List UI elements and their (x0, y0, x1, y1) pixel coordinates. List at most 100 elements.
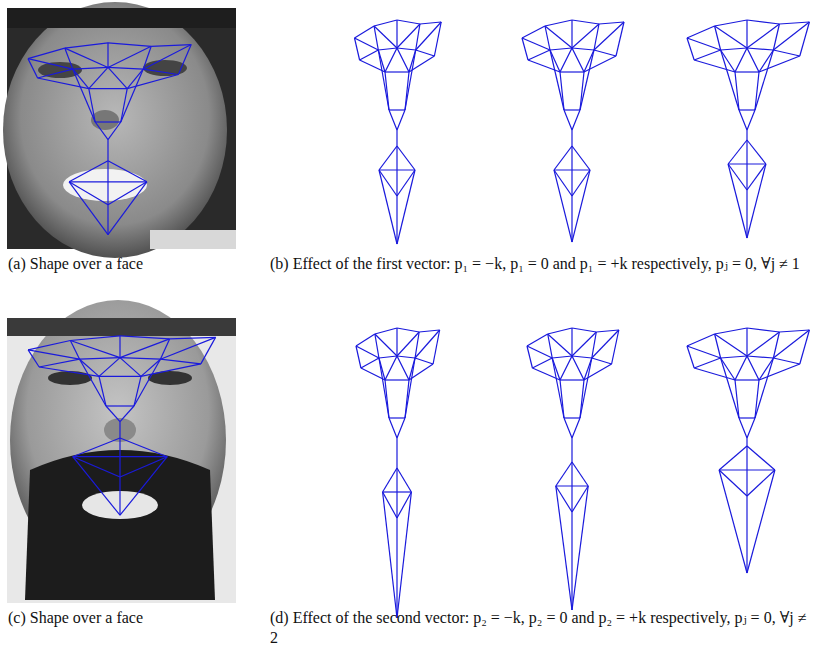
mesh-edge (178, 45, 191, 75)
mesh-edge (121, 69, 143, 122)
mesh-edge (779, 22, 809, 24)
mesh-edge (389, 418, 397, 438)
mesh-edge (120, 438, 167, 457)
mesh-edge (38, 78, 89, 89)
mesh-edge (396, 130, 397, 146)
mesh-edge (396, 518, 397, 618)
mesh-edge (416, 50, 435, 56)
mesh-edge (572, 170, 590, 242)
mesh-edge (119, 477, 120, 515)
mesh-edge (747, 20, 779, 24)
mesh-edge (594, 22, 624, 50)
mesh-edge (715, 334, 747, 356)
mesh-edge (107, 140, 108, 161)
mesh-edge (28, 350, 39, 367)
mesh-edge (397, 48, 416, 50)
mesh-edge (397, 24, 420, 48)
mesh-edge (747, 470, 775, 573)
mesh-edge (694, 50, 720, 60)
mesh-edge (747, 356, 759, 380)
mesh-edge (746, 20, 747, 48)
mesh-edge (779, 330, 809, 332)
mesh-edge (397, 492, 411, 618)
mesh-edge (773, 358, 799, 364)
mesh-edge (616, 22, 624, 56)
mesh-edge (721, 358, 739, 418)
mesh-edge (800, 22, 810, 56)
mesh-edge (108, 67, 143, 69)
mesh-edge (572, 462, 588, 486)
mesh-edge (746, 190, 747, 238)
mesh-edge (80, 359, 106, 406)
mesh-edge (759, 56, 800, 72)
mesh-edge (735, 71, 759, 72)
mesh-edge (397, 332, 419, 356)
mesh-edge (201, 337, 216, 364)
mesh-edge (121, 89, 127, 122)
face-photo (7, 300, 236, 603)
mesh-edge (687, 346, 694, 368)
mesh-edge (397, 146, 415, 170)
mesh-edge (396, 438, 397, 468)
mesh-edge (572, 48, 594, 50)
mesh-edge (527, 346, 532, 368)
mesh-edge (728, 164, 747, 238)
mesh-edge (572, 356, 592, 358)
mesh-edge (419, 330, 440, 332)
mesh-edge (800, 330, 810, 364)
mesh-edge (160, 359, 200, 364)
mesh-edge (397, 356, 409, 380)
mesh-edge (389, 109, 405, 110)
mesh-edge (687, 38, 721, 50)
mesh-edge (108, 161, 147, 182)
mesh-edge (584, 50, 594, 72)
mesh-edge (420, 22, 441, 24)
mesh-edge (755, 358, 773, 418)
mesh-edge (120, 358, 141, 377)
mesh-edge (108, 182, 147, 235)
mesh-edge (572, 24, 599, 48)
mesh-edge (107, 205, 108, 235)
mesh-edge (416, 22, 442, 50)
mesh-edge (560, 48, 572, 72)
mesh-edge (160, 337, 215, 359)
mesh-edge (527, 346, 552, 358)
shape-mesh (687, 328, 809, 573)
mesh-edge (69, 182, 108, 205)
mesh-edge (397, 328, 419, 332)
mesh-edge (89, 88, 127, 89)
mesh-edge (119, 438, 120, 477)
mesh-edge (120, 339, 170, 358)
mesh-edge (564, 417, 580, 418)
mesh-edge (687, 334, 715, 346)
mesh-edge (415, 358, 433, 364)
mesh-edge (747, 356, 773, 358)
mesh-edge (396, 146, 397, 196)
mesh-edge (95, 121, 121, 122)
mesh-edge (746, 328, 747, 356)
mesh-edge (39, 367, 99, 376)
mesh-edge (127, 74, 178, 88)
mesh-edge (143, 45, 191, 70)
mesh-edge (28, 340, 70, 349)
mesh-edge (389, 417, 405, 418)
mesh-edge (65, 43, 108, 48)
mesh-edge (89, 89, 95, 122)
mesh-edge (773, 330, 809, 358)
mesh-edge (527, 334, 548, 346)
mesh-edge (552, 356, 572, 358)
mesh-edge (375, 334, 397, 356)
mesh-edge (719, 446, 747, 470)
mesh-edge (572, 356, 584, 380)
mesh-edge (739, 418, 747, 438)
mesh-edge (747, 446, 775, 470)
mesh-edge (747, 24, 779, 48)
mesh-edge (580, 50, 594, 110)
mesh-edge (554, 146, 572, 170)
mesh-edge (73, 457, 120, 477)
mesh-edge (572, 48, 584, 72)
mesh-edge (548, 328, 572, 334)
mesh-edge (719, 470, 747, 573)
mesh-edge (572, 20, 599, 24)
mesh-edge (739, 417, 755, 418)
